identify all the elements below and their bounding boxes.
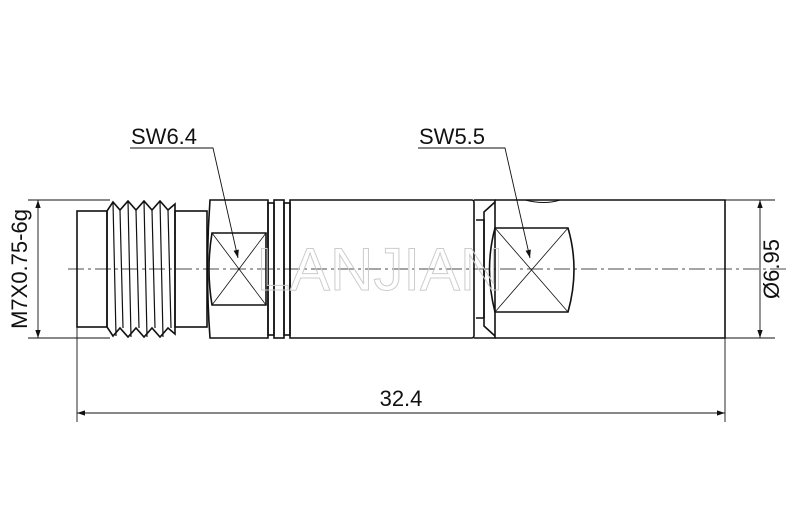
label-sw5-5: SW5.5: [419, 124, 485, 149]
watermark: LANJIAN: [257, 236, 504, 303]
body-cylinder: [289, 199, 475, 339]
leader-sw6-4: [130, 147, 239, 259]
label-diameter: Ø6.95: [759, 239, 784, 299]
label-sw6-4: SW6.4: [131, 124, 197, 149]
label-thread: M7X0.75-6g: [7, 209, 32, 329]
label-length: 32.4: [380, 386, 423, 411]
leader-sw5-5: [418, 147, 531, 259]
